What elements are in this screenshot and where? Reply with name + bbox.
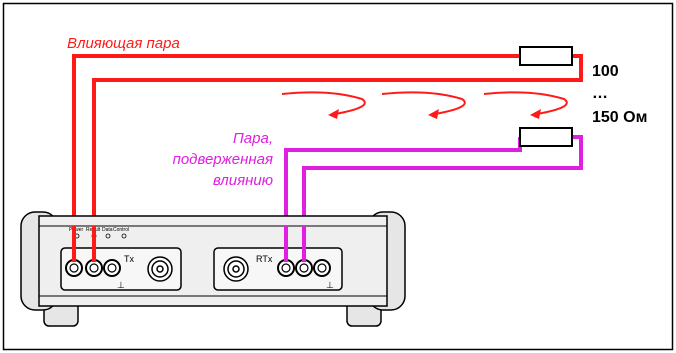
arrowhead-1 (328, 109, 339, 119)
affected-pair-label-line2: подверженная (173, 151, 273, 168)
affected-pair-label-line3: влиянию (213, 172, 273, 189)
coupling-arrowheads (328, 109, 541, 119)
led-data (105, 233, 111, 239)
disturbing-wire-1 (72, 54, 520, 262)
left-port-panel (60, 247, 182, 291)
resistor-disturbing (519, 46, 573, 66)
coupling-arrow-1 (281, 91, 366, 115)
coupling-arrows (281, 91, 568, 115)
resistance-label-top: 100 (592, 63, 619, 80)
right-jacks (277, 259, 331, 277)
wire-ends (72, 226, 306, 262)
left-bnc-connector (147, 256, 173, 282)
resistor-affected (519, 127, 573, 147)
coupling-arrow-3 (483, 91, 568, 115)
tester-device: Power Result Data Control Tx ⊥ RTx (20, 211, 406, 327)
arrowhead-3 (530, 109, 541, 119)
led-label-power: Power (69, 227, 84, 233)
led-label-control: Control (113, 227, 129, 233)
left-ground-symbol: ⊥ (117, 280, 125, 290)
right-port-label: RTx (256, 254, 273, 264)
affected-pair-label-line1: Пара, (233, 130, 273, 147)
left-jacks (65, 259, 121, 277)
right-bnc-connector (223, 256, 249, 282)
led-label-data: Data (102, 227, 113, 233)
coupling-arrow-2 (381, 91, 466, 115)
resistance-label-bottom: 150 Ом (592, 109, 647, 126)
resistance-label-dots: … (592, 85, 608, 102)
right-ground-symbol: ⊥ (326, 280, 334, 290)
disturbing-pair-wires (72, 54, 583, 262)
led-control (121, 233, 127, 239)
left-port-label: Tx (124, 254, 134, 264)
arrowhead-2 (428, 109, 439, 119)
affected-wire-2 (302, 135, 583, 262)
disturbing-pair-label: Влияющая пара (67, 35, 180, 52)
disturbing-wire-2 (92, 54, 583, 262)
